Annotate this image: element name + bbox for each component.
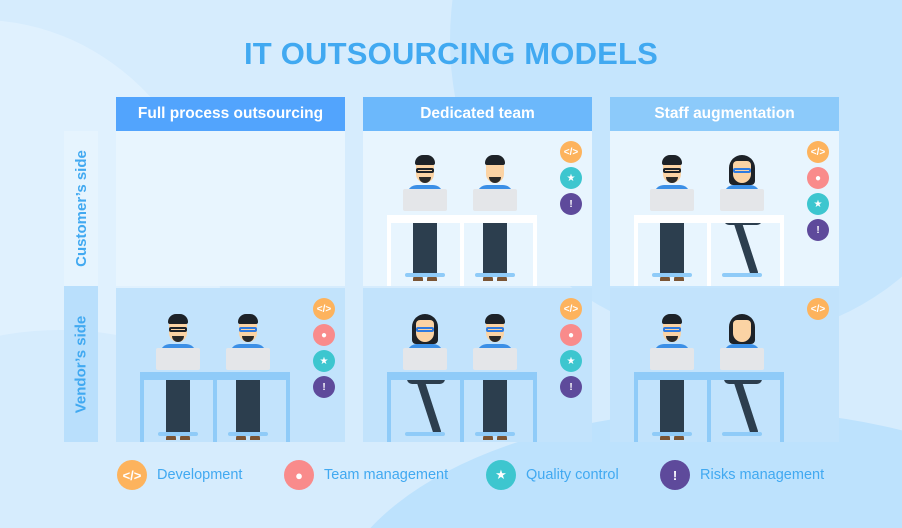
legend-label: Quality control [526, 467, 619, 483]
person-man-blue-glasses [226, 314, 270, 442]
risks-management-icon: ! [560, 193, 582, 215]
column-header-staff-augmentation: Staff augmentation [610, 97, 839, 131]
desk [387, 306, 537, 442]
column-header-full-process: Full process outsourcing [116, 97, 345, 131]
team-management-icon: ● [284, 460, 314, 490]
risks-management-icon: ! [560, 376, 582, 398]
legend-label: Team management [324, 467, 449, 483]
team-management-icon: ● [313, 324, 335, 346]
row-label-customer: Customer’s side [64, 131, 98, 286]
column-header-dedicated-team: Dedicated team [363, 97, 592, 131]
risks-management-icon: ! [660, 460, 690, 490]
quality-control-icon: ★ [807, 193, 829, 215]
page-title: IT OUTSOURCING MODELS [243, 36, 659, 71]
responsibility-icons: </> ★ ! [560, 141, 582, 215]
quality-control-icon: ★ [313, 350, 335, 372]
row-label-vendor: Vendor’s side [64, 286, 98, 442]
responsibility-icons: </> [807, 298, 829, 320]
cell-staff-customer: </> ● ★ ! [610, 131, 839, 286]
team-management-icon: ● [807, 167, 829, 189]
development-icon: </> [807, 141, 829, 163]
legend: </> Development ● Team management ★ Qual… [116, 460, 836, 490]
risks-management-icon: ! [807, 219, 829, 241]
development-icon: </> [117, 460, 147, 490]
legend-item-quality-control: ★ Quality control [486, 460, 619, 490]
cell-dedicated-customer: </> ★ ! [363, 131, 592, 286]
quality-control-icon: ★ [560, 350, 582, 372]
responsibility-icons: </> ● ★ ! [313, 298, 335, 398]
cell-dedicated-vendor: </> ● ★ ! [363, 288, 592, 442]
person-man-blue-glasses [650, 314, 694, 442]
person-man-beard [473, 155, 517, 285]
responsibility-icons: </> ● ★ ! [807, 141, 829, 241]
development-icon: </> [560, 298, 582, 320]
legend-label: Risks management [700, 467, 825, 483]
team-management-icon: ● [560, 324, 582, 346]
legend-item-risks-management: ! Risks management [660, 460, 824, 490]
legend-item-development: </> Development [117, 460, 242, 490]
person-man-blue-glasses [473, 314, 517, 442]
desk [140, 306, 290, 442]
desk [634, 155, 784, 286]
responsibility-icons: </> ● ★ ! [560, 298, 582, 398]
desk [634, 306, 784, 442]
person-man-glasses [650, 155, 694, 285]
cell-full-vendor: </> ● ★ ! [116, 288, 345, 442]
cell-full-customer [116, 131, 345, 286]
development-icon: </> [807, 298, 829, 320]
person-man-glasses [403, 155, 447, 285]
cell-staff-vendor: </> [610, 288, 839, 442]
quality-control-icon: ★ [486, 460, 516, 490]
desk [387, 155, 537, 286]
person-man-glasses [156, 314, 200, 442]
development-icon: </> [313, 298, 335, 320]
development-icon: </> [560, 141, 582, 163]
legend-label: Development [157, 467, 243, 483]
risks-management-icon: ! [313, 376, 335, 398]
quality-control-icon: ★ [560, 167, 582, 189]
legend-item-team-management: ● Team management [284, 460, 448, 490]
